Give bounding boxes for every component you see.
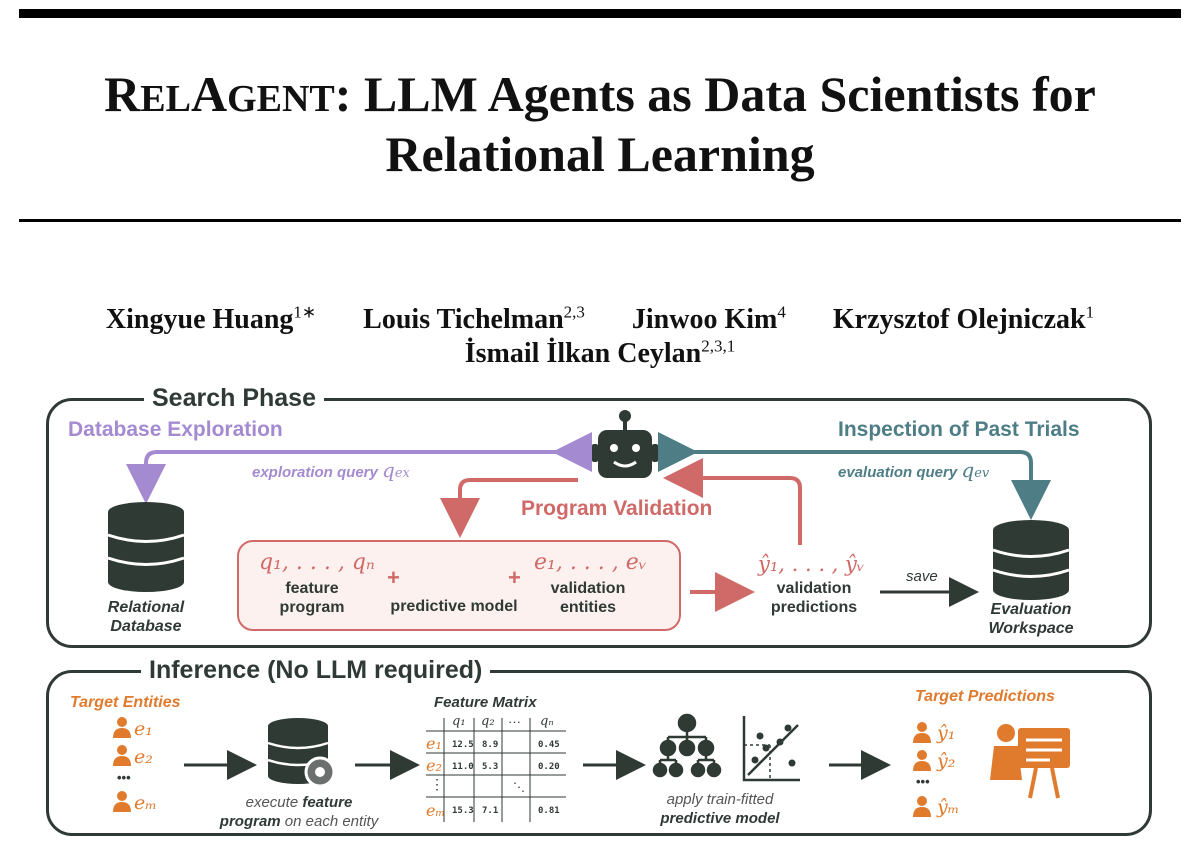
relational-database-icon bbox=[107, 502, 185, 592]
robot-icon bbox=[592, 410, 658, 478]
target-entities-label: Target Entities bbox=[70, 694, 181, 711]
feature-matrix-label: Feature Matrix bbox=[434, 694, 537, 711]
validation-entities-label: validation entities bbox=[550, 580, 626, 616]
matrix-row-entity: e₁ bbox=[426, 734, 442, 753]
author-5: İsmail İlkan Ceylan2,3,1 bbox=[464, 336, 736, 369]
author-line-2: İsmail İlkan Ceylan2,3,1 bbox=[0, 338, 1200, 370]
execute-caption: execute feature program on each entity bbox=[219, 794, 379, 830]
paper-title-line1: RELAGENT: LLM Agents as Data Scientists … bbox=[0, 64, 1200, 129]
search-phase-box bbox=[46, 398, 1152, 648]
feature-matrix-grid bbox=[426, 718, 566, 822]
inference-box bbox=[46, 670, 1152, 836]
inspection-past-trials-label: Inspection of Past Trials bbox=[838, 418, 1080, 441]
prediction-y1: ŷ₁ bbox=[937, 722, 956, 744]
author-4: Krzysztof Olejniczak1 bbox=[832, 302, 1095, 335]
matrix-row-entity: ⋮ bbox=[430, 776, 444, 792]
matrix-header-q2: q₂ bbox=[481, 714, 495, 729]
title-a: A bbox=[190, 66, 228, 122]
entity-em: eₘ bbox=[134, 792, 157, 814]
prediction-dots: ••• bbox=[916, 774, 930, 789]
prediction-person-icons bbox=[913, 722, 931, 817]
program-candidate-box bbox=[237, 540, 681, 631]
matrix-cell: 0.20 bbox=[538, 762, 560, 772]
prediction-y2: ŷ₂ bbox=[937, 750, 956, 772]
title-gent: GENT bbox=[227, 78, 335, 120]
inference-label: Inference (No LLM required) bbox=[141, 656, 491, 685]
matrix-cell: 0.81 bbox=[538, 806, 560, 816]
bottom-rule bbox=[19, 219, 1181, 222]
matrix-cell: ⋱ bbox=[513, 780, 525, 794]
title-rest: : LLM Agents as Data Scientists for bbox=[334, 66, 1096, 122]
prediction-ym: ŷₘ bbox=[937, 796, 960, 818]
matrix-row-entity: e₂ bbox=[426, 756, 442, 775]
program-validation-arrows bbox=[440, 458, 802, 612]
predictions-math: ŷ₁, . . . , ŷᵥ bbox=[758, 552, 865, 576]
matrix-row-entity: eₘ bbox=[426, 801, 446, 820]
matrix-header-qn: qₙ bbox=[540, 714, 554, 729]
exploration-arrow bbox=[126, 432, 592, 504]
matrix-cell: 12.5 bbox=[452, 740, 474, 750]
matrix-cell: 15.3 bbox=[452, 806, 474, 816]
presenter-icon bbox=[990, 724, 1070, 799]
matrix-header-dots: ··· bbox=[508, 714, 521, 729]
paper-title-line2: Relational Learning bbox=[385, 126, 815, 182]
plus-1: + bbox=[387, 565, 400, 590]
train-model-tree-icon bbox=[652, 713, 722, 778]
matrix-cell: 11.0 bbox=[452, 762, 474, 772]
matrix-cell: 5.3 bbox=[482, 762, 499, 772]
evaluation-arrow bbox=[658, 432, 1051, 520]
database-exploration-label: Database Exploration bbox=[68, 418, 283, 441]
target-predictions-label: Target Predictions bbox=[915, 688, 1055, 705]
entities-math: e₁, . . . , eᵥ bbox=[534, 550, 647, 575]
feature-math: q₁, . . . , qₙ bbox=[259, 550, 375, 575]
matrix-cell: 0.45 bbox=[538, 740, 560, 750]
entity-e1: e₁ bbox=[134, 718, 153, 740]
gear-icon bbox=[304, 756, 336, 788]
search-phase-label: Search Phase bbox=[144, 384, 324, 413]
author-3: Jinwoo Kim4 bbox=[631, 302, 786, 335]
program-validation-label: Program Validation bbox=[521, 497, 713, 520]
evaluation-query-label: evaluation query qev bbox=[838, 458, 990, 482]
author-line-1: Xingyue Huang1∗ Louis Tichelman2,3 Jinwo… bbox=[0, 304, 1200, 336]
entity-dots: ••• bbox=[117, 770, 131, 785]
plus-2: + bbox=[508, 565, 521, 590]
evaluation-workspace-icon bbox=[992, 520, 1070, 600]
matrix-cell: 7.1 bbox=[482, 806, 499, 816]
title-el: EL bbox=[140, 78, 191, 120]
target-entity-person-icons bbox=[113, 717, 131, 812]
save-label: save bbox=[906, 568, 938, 585]
evaluation-workspace-label: Evaluation Workspace bbox=[988, 601, 1074, 637]
matrix-header-q1: q₁ bbox=[452, 714, 466, 729]
entity-e2: e₂ bbox=[134, 746, 153, 768]
fitted-scatter-icon bbox=[742, 716, 800, 782]
title-r: R bbox=[104, 66, 141, 122]
author-2: Louis Tichelman2,3 bbox=[363, 302, 585, 335]
validation-predictions-label: validation predictions bbox=[770, 580, 858, 616]
matrix-cell: 8.9 bbox=[482, 740, 499, 750]
feature-program-label: feature program bbox=[279, 580, 345, 616]
relational-database-label: Relational Database bbox=[107, 599, 185, 635]
exploration-query-label: exploration query qex bbox=[252, 458, 410, 482]
apply-model-caption: apply train-fitted predictive model bbox=[660, 791, 780, 827]
predictive-model-label: predictive model bbox=[390, 598, 518, 615]
top-rule bbox=[19, 9, 1181, 18]
author-1: Xingyue Huang1∗ bbox=[105, 302, 317, 335]
